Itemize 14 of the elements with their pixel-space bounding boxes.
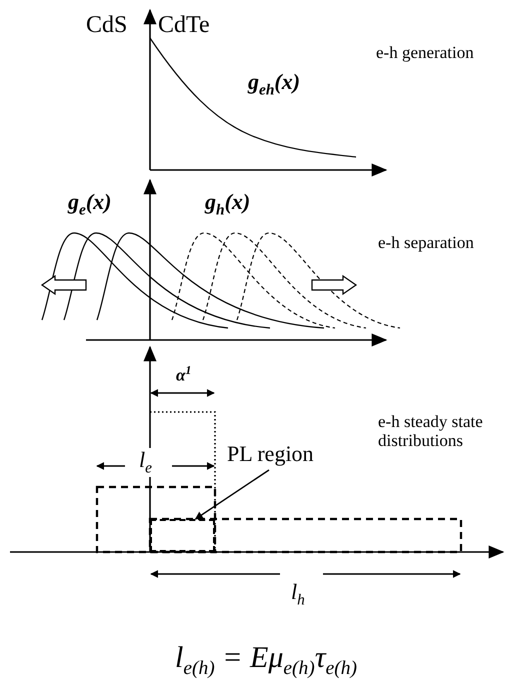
- leader-line: [194, 469, 270, 520]
- stage-label: e-h separation: [378, 234, 474, 253]
- function-label: g$_{eh}$(x): [248, 70, 300, 100]
- material-label: CdS: [86, 12, 128, 38]
- dimension-label: l$_{h}$: [291, 580, 305, 610]
- function-label: g$_{e}$(x): [68, 190, 112, 220]
- material-label: CdTe: [158, 12, 210, 38]
- stage-label: e-h generation: [376, 44, 474, 63]
- dimension-label: l$_{e}$: [139, 448, 152, 478]
- function-label: g$_{h}$(x): [205, 190, 250, 220]
- dimension-label: α$^{1}$: [176, 364, 192, 386]
- stage-label: e-h steady state distributions: [378, 413, 484, 450]
- formula: l$_{e(h)}$ = Eμ$_{e(h)}$τ$_{e(h)}$: [174, 640, 358, 680]
- pl-region: [150, 519, 215, 552]
